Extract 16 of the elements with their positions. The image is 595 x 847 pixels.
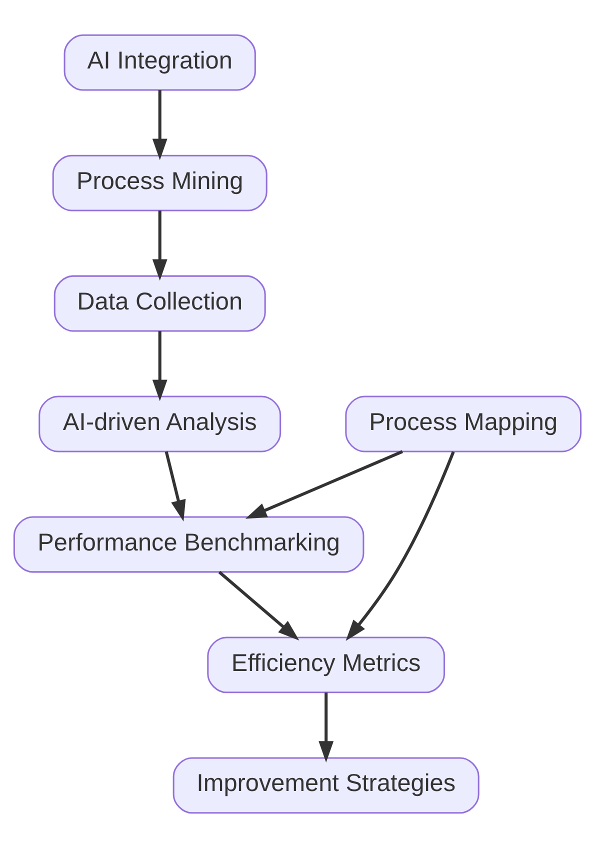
- node-box: Data Collection: [54, 274, 266, 332]
- node-box: Process Mining: [52, 154, 268, 211]
- node-box: Improvement Strategies: [172, 756, 480, 814]
- arrow: [245, 450, 404, 518]
- node-box: AI-driven Analysis: [38, 395, 282, 452]
- arrow: [152, 330, 168, 401]
- node-box: Process Mapping: [345, 395, 582, 452]
- arrow: [218, 570, 300, 640]
- arrow: [152, 90, 168, 160]
- arrow: [164, 450, 186, 521]
- arrow: [152, 210, 168, 280]
- arrow: [346, 450, 455, 640]
- node-box: AI Integration: [64, 34, 256, 90]
- node-box: Performance Benchmarking: [13, 516, 364, 572]
- node-box: Efficiency Metrics: [207, 636, 446, 693]
- arrow: [318, 692, 334, 762]
